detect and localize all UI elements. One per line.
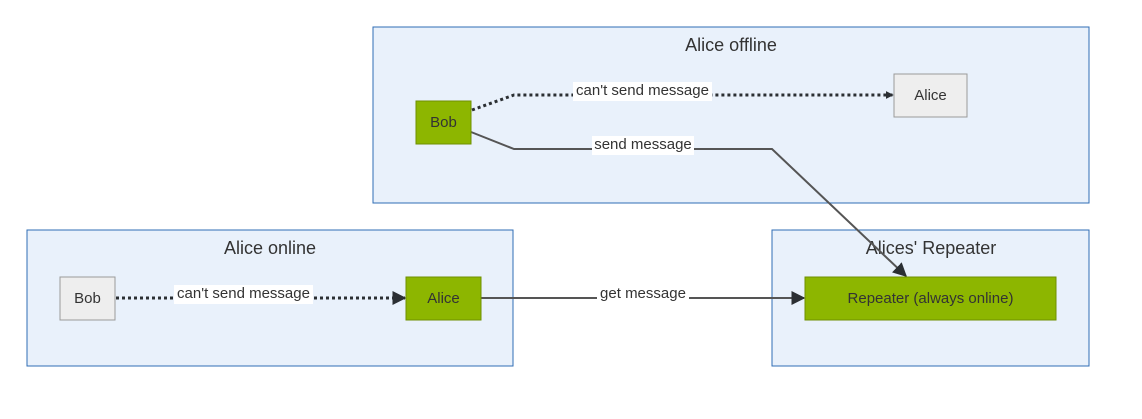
node-online-alice-box[interactable] <box>405 276 482 321</box>
edge-offline-send-label: send message <box>594 136 692 153</box>
node-offline-alice[interactable]: Alice <box>893 73 968 118</box>
edge-online-cant-send-label-bg <box>174 285 313 304</box>
node-online-bob-box[interactable] <box>59 276 116 321</box>
node-repeater[interactable]: Repeater (always online) <box>804 276 1057 321</box>
cluster-alice-offline-box <box>372 26 1090 204</box>
node-online-bob-label: Bob <box>74 290 101 307</box>
edge-offline-send-label-bg <box>592 136 694 155</box>
cluster-alice-online-title: Alice online <box>224 238 316 258</box>
cluster-alice-offline-title: Alice offline <box>685 35 777 55</box>
edge-online-cant-send-label: can't send message <box>177 285 310 302</box>
edge-get-message-label: get message <box>600 285 686 302</box>
node-offline-bob-label: Bob <box>430 114 457 131</box>
node-repeater-box[interactable] <box>804 276 1057 321</box>
node-repeater-label: Repeater (always online) <box>848 290 1014 307</box>
node-offline-bob-box[interactable] <box>415 100 472 145</box>
edge-offline-cant-send <box>471 91 894 112</box>
edge-get-message-label-bg <box>597 285 689 304</box>
node-online-bob[interactable]: Bob <box>59 276 116 321</box>
node-offline-alice-label: Alice <box>914 87 947 104</box>
cluster-alice-offline: Alice offline <box>372 26 1090 204</box>
edge-offline-cant-send-label-bg <box>573 82 712 101</box>
cluster-alices-repeater-title: Alices' Repeater <box>866 238 997 258</box>
edge-offline-cant-send-label: can't send message <box>576 82 709 99</box>
node-online-alice-label: Alice <box>427 290 460 307</box>
node-offline-bob[interactable]: Bob <box>415 100 472 145</box>
node-offline-alice-box[interactable] <box>893 73 968 118</box>
node-online-alice[interactable]: Alice <box>405 276 482 321</box>
